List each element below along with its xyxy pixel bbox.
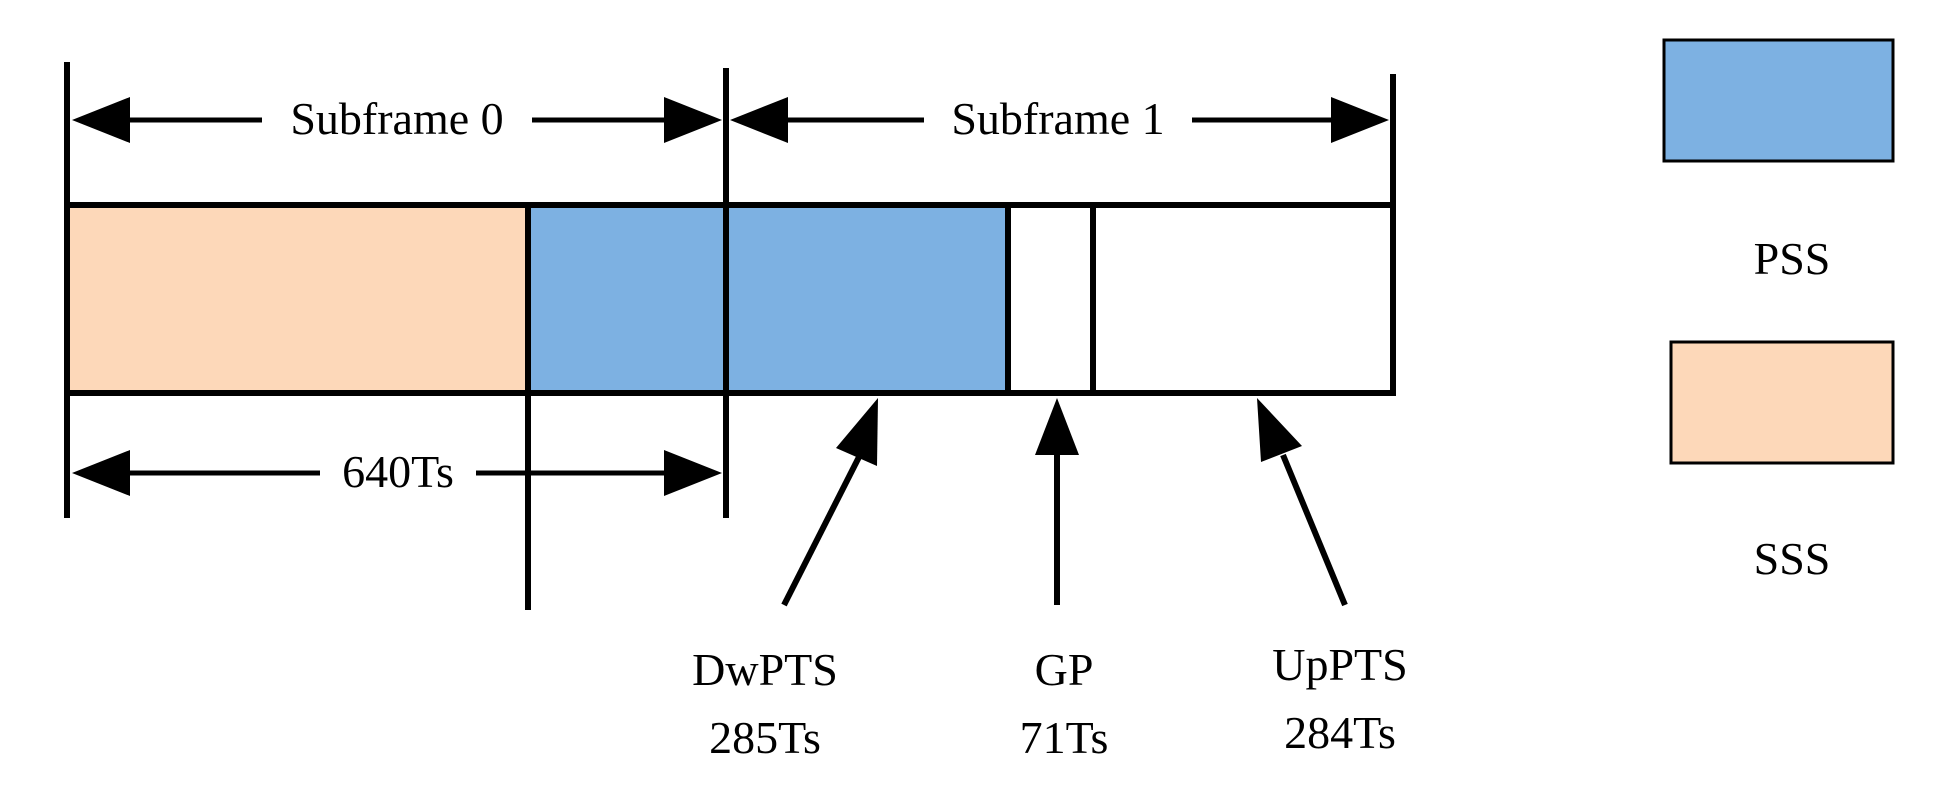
gp-name-label: GP (1035, 644, 1094, 695)
uppts-name-label: UpPTS (1272, 639, 1407, 690)
legend-pss-label: PSS (1754, 233, 1831, 284)
dwpts-pointer-shaft (781, 453, 863, 607)
subframe-0-arrowhead-left (72, 97, 130, 143)
legend-pss-swatch (1662, 38, 1895, 163)
dwpts-length-label: 285Ts (709, 712, 821, 763)
subframe-0-label: Subframe 0 (290, 93, 503, 144)
legend-sss-swatch (1669, 340, 1895, 465)
duration-arrowhead-right (664, 450, 722, 496)
dwpts-name-label: DwPTS (692, 644, 838, 695)
dwpts-pointer-head (836, 398, 878, 466)
subframe-1-arrowhead-left (730, 97, 788, 143)
subframe-1-arrowhead-right (1331, 97, 1389, 143)
uppts-pointer-shaft (1280, 453, 1348, 607)
legend: PSS SSS (1662, 38, 1895, 584)
legend-sss-label: SSS (1754, 533, 1831, 584)
pss-block (528, 205, 1005, 393)
duration-label: 640Ts (342, 446, 454, 497)
sss-block (67, 205, 528, 393)
uppts-pointer-head (1257, 398, 1302, 462)
duration-arrowhead-left (72, 450, 130, 496)
subframe-1-label: Subframe 1 (951, 93, 1164, 144)
subframe-0-arrowhead-right (664, 97, 722, 143)
gp-pointer-head (1035, 398, 1079, 455)
gp-length-label: 71Ts (1020, 712, 1109, 763)
uppts-length-label: 284Ts (1284, 707, 1396, 758)
